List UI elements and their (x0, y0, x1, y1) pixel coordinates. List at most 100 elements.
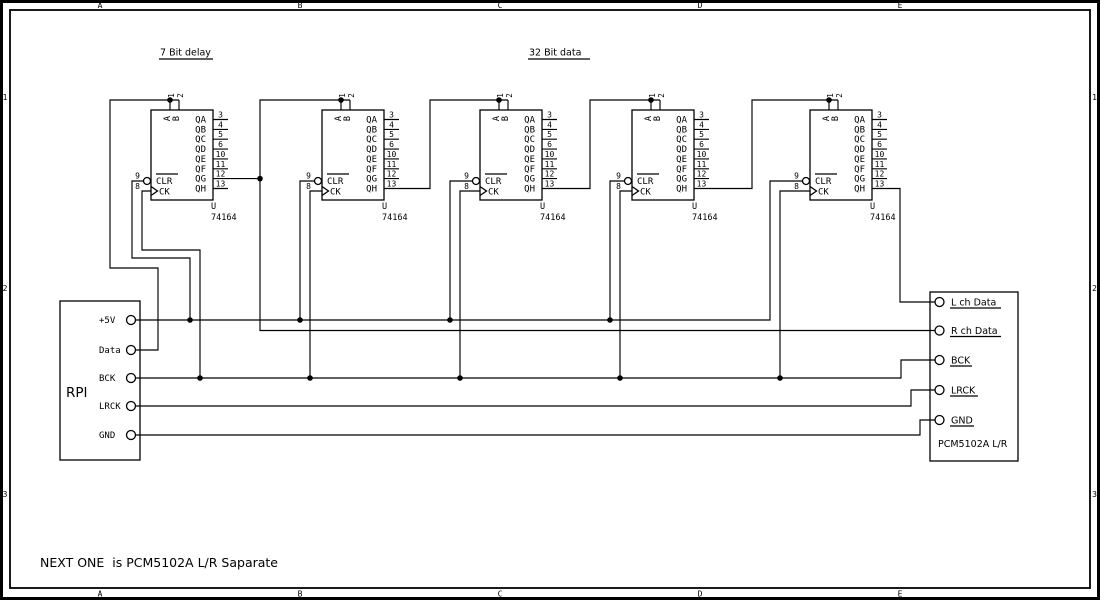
pin-label: QA (854, 116, 865, 126)
ic-body (631, 109, 695, 201)
pin-label: QA (195, 116, 206, 126)
pin-label: QH (195, 185, 206, 195)
rpi-title: RPI (66, 385, 88, 401)
connector-pin-circle (934, 414, 945, 426)
rpi-body (59, 300, 141, 461)
connector-pin-circle (934, 296, 945, 308)
ic-74164-4: QA3QB4QC5QD6QE10QF11QG12QH13A1B2CLR9CK8U… (616, 93, 717, 223)
pin-label: QG (195, 175, 206, 185)
pin-label: QE (524, 155, 535, 165)
pin-number: 4 (547, 120, 552, 129)
junction-dot (307, 375, 313, 381)
junction-dot (297, 317, 303, 323)
part-number: 74164 (870, 213, 896, 223)
pin-label: QG (676, 175, 687, 185)
pin-label: QA (366, 116, 377, 126)
dac-title: PCM5102A L/R (938, 439, 1008, 450)
pin-label: QE (366, 155, 377, 165)
pin-number: 9 (464, 172, 469, 181)
inversion-bubble-icon (623, 176, 633, 186)
grid-label: D (698, 590, 703, 599)
ic-74164-5: QA3QB4QC5QD6QE10QF11QG12QH13A1B2CLR9CK8U… (794, 93, 895, 223)
annotations: 7 Bit delay 32 Bit data NEXT ONE is PCM5… (40, 48, 590, 570)
connector-pin-circle (934, 354, 945, 366)
pin-number: 9 (616, 172, 621, 181)
ic-output-pin-stubs (213, 118, 228, 190)
junction-dot (257, 175, 263, 182)
pin-label: A (644, 116, 654, 121)
pin-label: CK (818, 188, 829, 198)
pin-number: 9 (135, 172, 140, 181)
pin-label: QD (195, 145, 206, 155)
ic-body (479, 109, 543, 201)
wires (109, 99, 935, 436)
pin-label: QD (366, 145, 377, 155)
data-width-label: 32 Bit data (529, 48, 581, 59)
pin-label: QE (676, 155, 687, 165)
grid-label: A (98, 1, 103, 10)
dac-body (929, 291, 1019, 462)
pin-number: 5 (218, 130, 223, 139)
net-stage1-rch-wire (228, 99, 935, 332)
pin-label: Data (99, 346, 121, 356)
pin-label: QH (854, 185, 865, 195)
connector-pin-circle (125, 429, 137, 441)
pin-number: 8 (306, 182, 311, 191)
pin-label: QB (195, 125, 206, 135)
junction-dot (607, 317, 613, 323)
ic-body (321, 109, 385, 201)
ic-74164-1: QA3QB4QC5QD6QE10QF11QG12QH13A1B2CLR9CK8U… (135, 93, 236, 223)
junction-dot (457, 375, 463, 381)
pin-number: 2 (505, 93, 514, 98)
inversion-bubble-icon (142, 176, 152, 186)
pin-number: 13 (697, 180, 707, 189)
pin-number: 11 (697, 160, 707, 169)
junction-dot (648, 97, 654, 103)
clock-triangle-icon (479, 185, 488, 197)
net-lrck-wire (135, 389, 935, 407)
grid-label: D (698, 1, 703, 10)
pin-label: QB (524, 125, 535, 135)
net-lch-wire (887, 187, 935, 303)
pin-label: QF (854, 165, 865, 175)
part-number: 74164 (692, 213, 718, 223)
connector-pin-circle (125, 372, 137, 384)
refdes: U (211, 202, 216, 212)
pin-label: B (501, 116, 511, 121)
pin-number: 4 (389, 120, 394, 129)
pin-number: 8 (464, 182, 469, 191)
inversion-bubble-icon (801, 176, 811, 186)
pin-number: 12 (387, 170, 397, 179)
pin-label: B (172, 116, 182, 121)
pin-number: 8 (616, 182, 621, 191)
pin-number: 5 (547, 130, 552, 139)
connector-pin-circle (125, 314, 137, 326)
pin-label: A (822, 116, 832, 121)
dac-block: L ch Data R ch Data BCK LRCK GND PCM5102… (929, 291, 1019, 462)
pin-number: 1 (338, 93, 347, 98)
note-text: NEXT ONE is PCM5102A L/R Saparate (40, 555, 278, 570)
pin-label: BCK (99, 374, 116, 384)
pin-label: QB (854, 125, 865, 135)
pin-label: GND (951, 416, 973, 427)
pin-label: CLR (156, 177, 173, 187)
pin-label: CK (159, 188, 170, 198)
connector-pin-circle (125, 400, 137, 412)
pin-number: 5 (699, 130, 704, 139)
pin-number: 12 (216, 170, 226, 179)
pin-label: CK (330, 188, 341, 198)
net-gnd-wire (135, 419, 935, 436)
frame-inner-border (9, 9, 1091, 589)
part-number: 74164 (540, 213, 566, 223)
grid-label: 3 (3, 490, 8, 499)
ic-symbols: QA3QB4QC5QD6QE10QF11QG12QH13A1B2CLR9CK8U… (135, 93, 895, 223)
pin-number: 6 (877, 140, 882, 149)
net-stage3-wire (557, 99, 660, 190)
grid-label: 2 (3, 284, 8, 293)
pin-number: 6 (389, 140, 394, 149)
junction-dot (167, 97, 173, 103)
pin-number: 3 (699, 111, 704, 120)
grid-label: C (498, 1, 503, 10)
